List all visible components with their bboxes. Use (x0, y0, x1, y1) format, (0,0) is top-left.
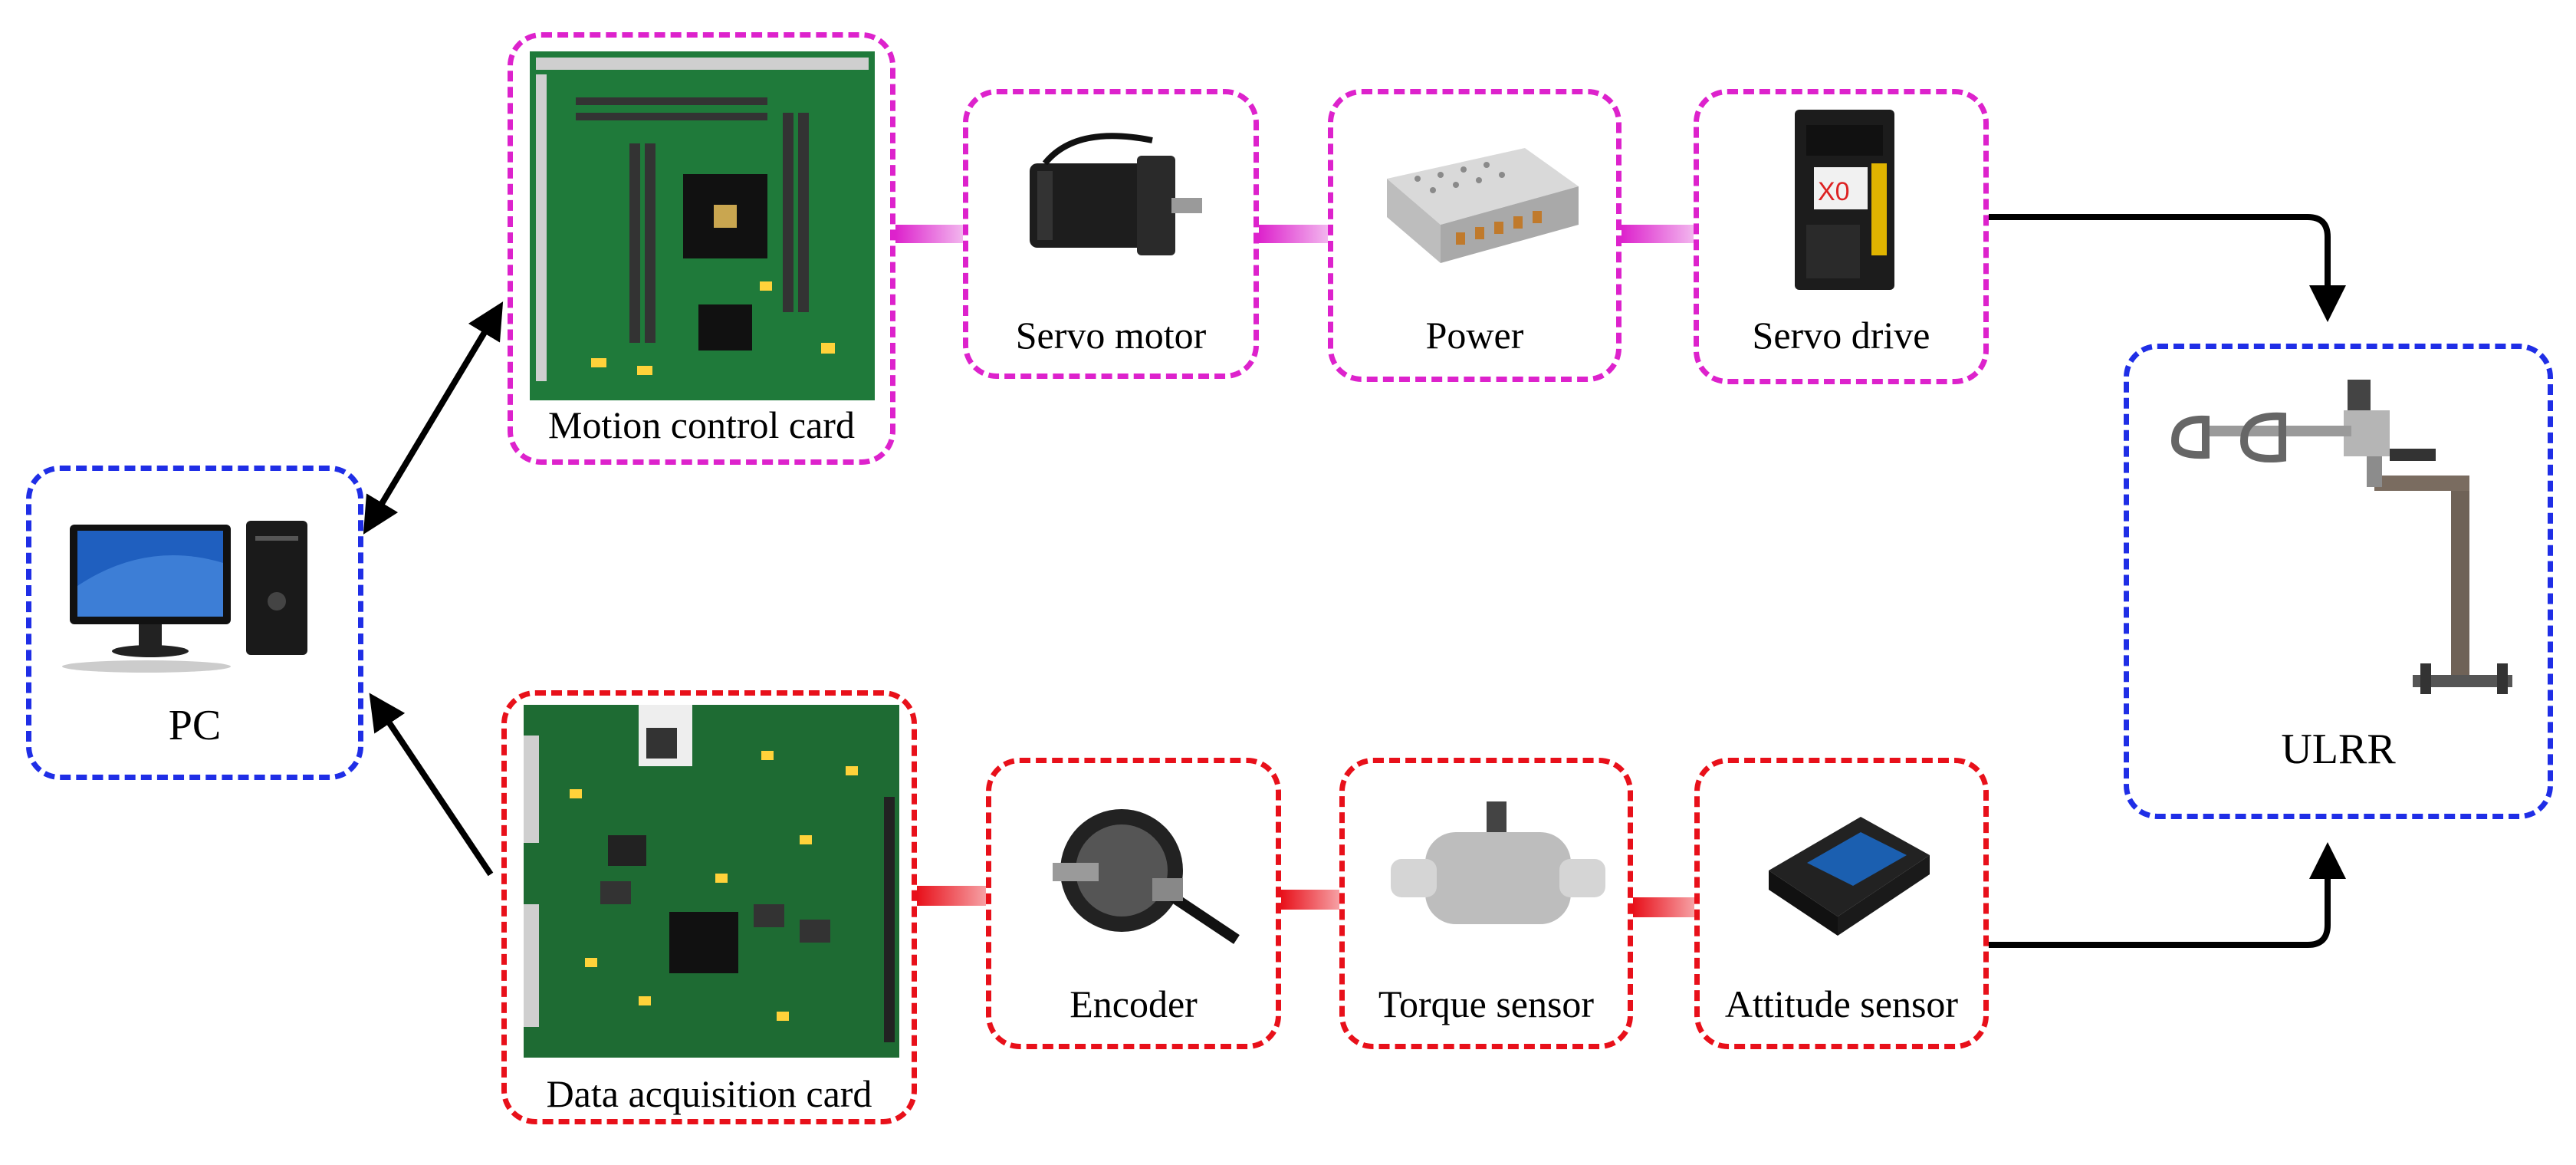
power-servo-drive-link (1622, 225, 1694, 243)
servo-drive-label: Servo drive (1752, 314, 1930, 357)
encoder-node[interactable]: Encoder (986, 758, 1281, 1049)
servo-motor-label: Servo motor (1015, 314, 1207, 357)
attitude-sensor-icon (1769, 817, 1930, 936)
torque-sensor-icon (1391, 801, 1605, 924)
torque-sensor-label: Torque sensor (1378, 982, 1595, 1025)
encoder-label: Encoder (1070, 982, 1198, 1025)
power-label: Power (1425, 314, 1524, 357)
power-supply-icon (1387, 148, 1579, 263)
servo-motor-icon (1030, 133, 1202, 255)
circuit-board-icon (530, 51, 875, 400)
servo-drive-to-ulrr-arrow (1989, 214, 2346, 322)
ulrr-node[interactable]: ULRR (2124, 344, 2553, 819)
motion-control-card-label: Motion control card (548, 403, 855, 446)
servo-motor-node[interactable]: Servo motor (963, 89, 1259, 379)
circuit-board-icon (524, 705, 899, 1058)
data-acquisition-card-label: Data acquisition card (546, 1072, 872, 1115)
servo-motor-power-link (1259, 225, 1328, 243)
attitude-sensor-to-ulrr-arrow (1989, 842, 2346, 948)
encoder-torque-sensor-link (1281, 890, 1339, 910)
daq-card-encoder-link (917, 886, 986, 906)
pc-label: PC (168, 702, 222, 749)
attitude-sensor-node[interactable]: Attitude sensor (1694, 758, 1989, 1049)
motion-card-servo-motor-link (895, 225, 963, 243)
pc-node[interactable]: PC (26, 466, 363, 780)
servo-drive-node[interactable]: X0 Servo drive (1694, 89, 1989, 384)
rotary-encoder-icon (1053, 809, 1240, 944)
svg-text:X0: X0 (1818, 177, 1850, 206)
desktop-computer-icon (62, 521, 307, 673)
data-acquisition-card-node[interactable]: Data acquisition card (501, 690, 917, 1124)
pc-motion-card-arrow (363, 301, 504, 535)
torque-sensor-node[interactable]: Torque sensor (1339, 758, 1633, 1049)
power-node[interactable]: Power (1328, 89, 1622, 382)
servo-drive-icon: X0 (1795, 110, 1894, 290)
motion-control-card-node[interactable]: Motion control card (508, 32, 895, 465)
daq-card-to-pc-arrow (369, 693, 494, 877)
rehabilitation-robot-icon (2170, 380, 2512, 694)
torque-attitude-sensor-link (1633, 897, 1694, 917)
ulrr-label: ULRR (2281, 726, 2396, 773)
attitude-sensor-label: Attitude sensor (1724, 982, 1959, 1025)
